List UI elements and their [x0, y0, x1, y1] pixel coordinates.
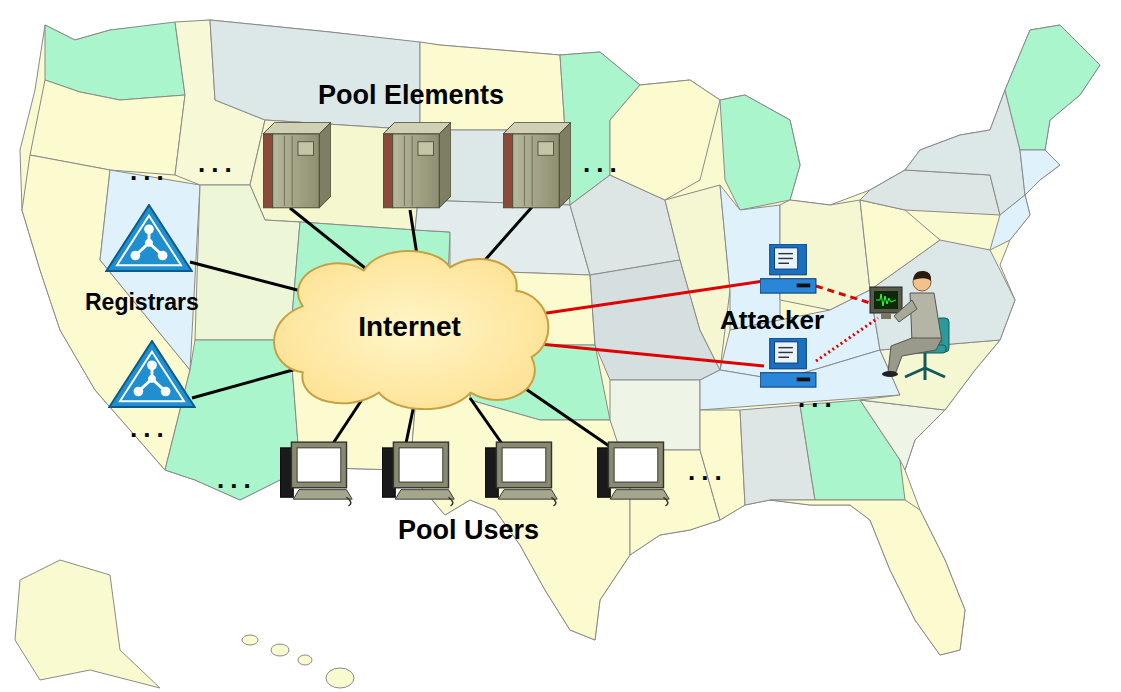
- registrar-icon: [106, 205, 191, 271]
- internet-cloud: Internet: [262, 245, 557, 410]
- state-region: [905, 90, 1025, 215]
- chair-foot: [905, 368, 925, 377]
- attack-control-wire: [816, 286, 870, 303]
- chair-stem: [924, 353, 927, 368]
- ellipsis-mark: ...: [130, 158, 170, 184]
- attack-wire: [540, 344, 764, 366]
- attacker-stand: [881, 313, 891, 319]
- ellipsis-mark: ...: [688, 458, 728, 484]
- state-region: [860, 200, 940, 290]
- pool-element-server: [383, 122, 451, 207]
- state-region: [210, 20, 420, 130]
- state-region: [1020, 150, 1060, 195]
- state-region: [860, 400, 945, 470]
- state-region: [720, 95, 800, 210]
- attacker-zombie-pc: [760, 244, 816, 293]
- mainland-outline: [20, 20, 1100, 655]
- hawaii-island: [298, 655, 312, 665]
- state-region: [990, 195, 1030, 250]
- pool-element-server: [263, 122, 331, 207]
- network-wire: [410, 210, 417, 255]
- alaska-outline: [15, 560, 160, 688]
- pool-user-pc: [485, 442, 557, 506]
- ellipsis-mark: ...: [198, 150, 238, 176]
- attacker-screen: [874, 291, 898, 309]
- pool-user-pc: [597, 442, 669, 506]
- network-wire: [290, 208, 365, 268]
- node-title: Internet: [358, 312, 461, 343]
- attacker-zombie-pc: [760, 338, 816, 387]
- state-region: [860, 170, 1000, 215]
- state-region: [665, 185, 730, 370]
- network-wire: [470, 398, 505, 448]
- attacker-hair: [913, 271, 931, 281]
- attacker-figure: [870, 271, 949, 380]
- state-region: [1005, 25, 1100, 150]
- registrar-icon: [109, 341, 194, 407]
- group-label: Pool Users: [398, 517, 539, 544]
- attacker-monitor: [870, 287, 902, 313]
- attack-control-wire: [816, 318, 878, 361]
- group-label: Pool Elements: [318, 82, 504, 109]
- ellipsis-mark: ...: [583, 150, 623, 176]
- state-region: [610, 380, 700, 450]
- attacker-trace: [876, 294, 896, 306]
- pool-element-server: [503, 122, 571, 207]
- state-region: [770, 500, 965, 655]
- hawaii-island: [271, 644, 289, 656]
- hawaii-island: [326, 668, 354, 688]
- ellipsis-mark: ...: [130, 415, 170, 441]
- pool-user-pc: [280, 442, 352, 506]
- node-text-group: Internet: [358, 312, 461, 343]
- group-label: Attacker: [720, 307, 824, 333]
- ellipsis-mark: ...: [798, 385, 838, 411]
- attacker-arm: [894, 300, 917, 322]
- pool-user-pc: [382, 442, 454, 506]
- group-label: Registrars: [85, 291, 199, 314]
- network-wire: [192, 368, 300, 398]
- network-wire: [190, 262, 305, 292]
- state-region: [100, 170, 200, 370]
- attacker-legs: [888, 338, 942, 372]
- state-region: [165, 340, 300, 500]
- hawaii-island: [242, 635, 258, 645]
- state-region: [610, 80, 720, 200]
- chair-foot: [924, 368, 927, 380]
- network-wire: [520, 385, 612, 448]
- chair-foot: [925, 368, 945, 377]
- ellipsis-mark: ...: [217, 466, 257, 492]
- cloud-outline: [274, 251, 548, 409]
- attacker-shoe: [882, 371, 898, 377]
- attacker-torso: [910, 293, 942, 342]
